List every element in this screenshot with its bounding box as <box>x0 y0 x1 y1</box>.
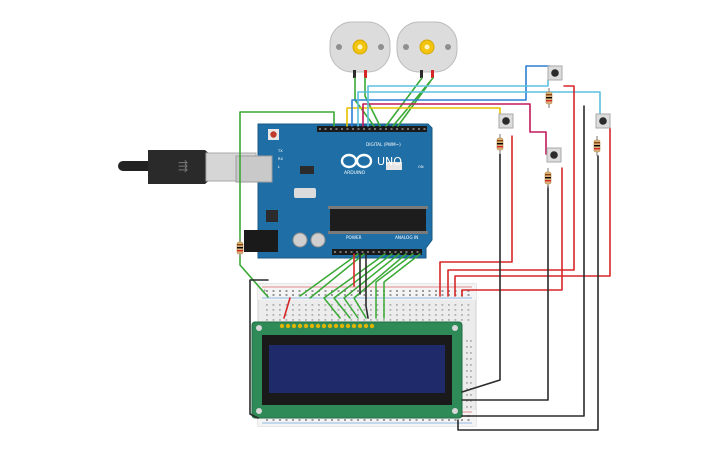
atmega-chip <box>330 209 426 231</box>
lcd-display[interactable] <box>251 321 463 419</box>
resistors <box>236 88 601 258</box>
resistor[interactable] <box>236 238 244 258</box>
crystal <box>294 188 316 198</box>
pushbutton[interactable] <box>547 65 563 81</box>
lcd-mount-hole <box>452 408 458 414</box>
lcd-mount-hole <box>452 325 458 331</box>
pushbutton[interactable] <box>498 113 514 129</box>
dc-motor[interactable] <box>329 21 391 78</box>
lcd-pin <box>279 323 285 329</box>
lcd-pin <box>363 323 369 329</box>
usb-cable <box>118 161 156 171</box>
lcd-pin <box>351 323 357 329</box>
button-cap <box>502 117 510 125</box>
lcd-pin <box>339 323 345 329</box>
lcd-pin <box>321 323 327 329</box>
button-cap <box>550 151 558 159</box>
usb-plug <box>148 150 212 184</box>
lcd-screen <box>269 345 445 393</box>
lcd-pin <box>327 323 333 329</box>
regulator <box>266 210 278 222</box>
reset-button-cap <box>270 131 277 138</box>
usb-b-port <box>235 155 273 183</box>
analog-header-label: ANALOG IN <box>395 235 418 240</box>
dc-motor[interactable] <box>396 21 458 78</box>
lcd-pin <box>315 323 321 329</box>
pushbutton[interactable] <box>595 113 611 129</box>
lcd-pin <box>297 323 303 329</box>
button-cap <box>599 117 607 125</box>
board-model: UNO <box>377 155 402 168</box>
on-label: ON <box>418 165 424 169</box>
arduino-uno[interactable]: ⇶ UNO ARDUINO DIGITAL (PWM~) POWER ANALO… <box>118 123 433 259</box>
rail-plus-label: + <box>262 288 267 295</box>
capacitor <box>292 232 308 248</box>
lcd-pin <box>369 323 375 329</box>
lcd-pin <box>345 323 351 329</box>
lcd-pin <box>333 323 339 329</box>
header-pins <box>319 128 426 253</box>
digital-header-label: DIGITAL (PWM~) <box>366 142 401 147</box>
resistor[interactable] <box>544 168 552 188</box>
chip-small <box>300 166 314 174</box>
resistor[interactable] <box>593 136 601 156</box>
power-analog-header <box>332 249 422 255</box>
lcd-pin-header <box>279 323 375 329</box>
lcd-pin <box>303 323 309 329</box>
button-cap <box>551 69 559 77</box>
l-label: L <box>278 165 280 169</box>
lcd-mount-hole <box>256 325 262 331</box>
board-brand: ARDUINO <box>344 170 366 176</box>
lcd-mount-hole <box>256 408 262 414</box>
capacitor <box>310 232 326 248</box>
arduino-logo <box>340 153 373 169</box>
lcd-pin <box>309 323 315 329</box>
resistor[interactable] <box>545 88 553 108</box>
usb-icon: ⇶ <box>178 159 188 173</box>
rx-label: RX <box>278 157 283 161</box>
digital-header <box>317 126 427 132</box>
lcd-pin <box>291 323 297 329</box>
tx-label: TX <box>277 149 283 153</box>
dc-jack <box>244 230 278 252</box>
resistor[interactable] <box>496 134 504 154</box>
power-header-label: POWER <box>346 235 362 240</box>
pushbutton[interactable] <box>546 147 562 163</box>
led-block <box>386 162 402 170</box>
lcd-pin <box>285 323 291 329</box>
lcd-pin <box>357 323 363 329</box>
